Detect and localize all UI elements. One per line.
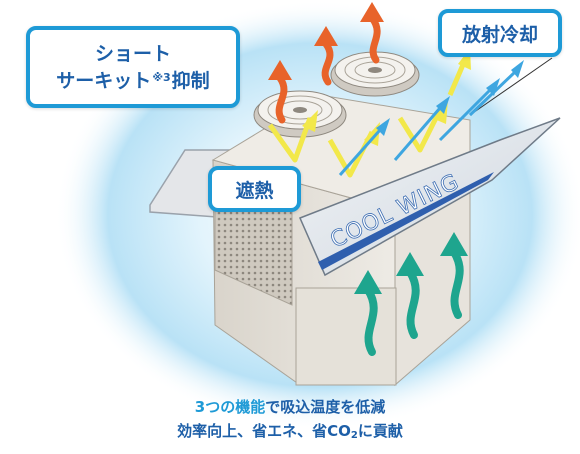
short-circuit-line2-post: 抑制 xyxy=(171,69,210,92)
unit-base xyxy=(295,287,397,386)
fan-right xyxy=(330,51,420,97)
caption-count: 3 xyxy=(194,398,206,416)
short-circuit-callout: ショート サーキット※3抑制 xyxy=(26,26,240,108)
intake-arrowheads xyxy=(354,232,468,294)
caption-line1-rest: で吸込温度を低減 xyxy=(265,398,386,416)
short-circuit-line2-pre: サーキット xyxy=(56,69,152,92)
cool-wing-panel-stripe xyxy=(318,172,494,270)
short-circuit-footnote-mark: ※3 xyxy=(152,70,171,84)
intake-arrows xyxy=(364,248,464,356)
short-circuit-line1: ショート xyxy=(94,42,171,65)
fan-left xyxy=(253,90,347,138)
heat-shield-callout: 遮熱 xyxy=(208,166,301,212)
caption-line2: 効率向上、省エネ、省CO2に貢献 xyxy=(0,419,580,448)
exhaust-arrows xyxy=(275,14,381,124)
caption-line1: 3つの機能で吸込温度を低減 xyxy=(0,395,580,419)
caption-highlight: つの機能 xyxy=(205,398,266,416)
caption-line2-post: に貢献 xyxy=(357,422,403,440)
radiation-cooling-callout: 放射冷却 xyxy=(438,9,562,57)
caption-line2-pre: 効率向上、省エネ、省CO xyxy=(177,422,351,440)
short-circuit-line2: サーキット※3抑制 xyxy=(56,66,209,93)
radiation-pointer-line xyxy=(469,57,553,116)
caption-co2-subscript: 2 xyxy=(350,430,358,441)
caption: 3つの機能で吸込温度を低減 効率向上、省エネ、省CO2に貢献 xyxy=(0,395,580,448)
radiation-arrows xyxy=(338,60,524,176)
exhaust-arrowheads xyxy=(268,2,384,80)
